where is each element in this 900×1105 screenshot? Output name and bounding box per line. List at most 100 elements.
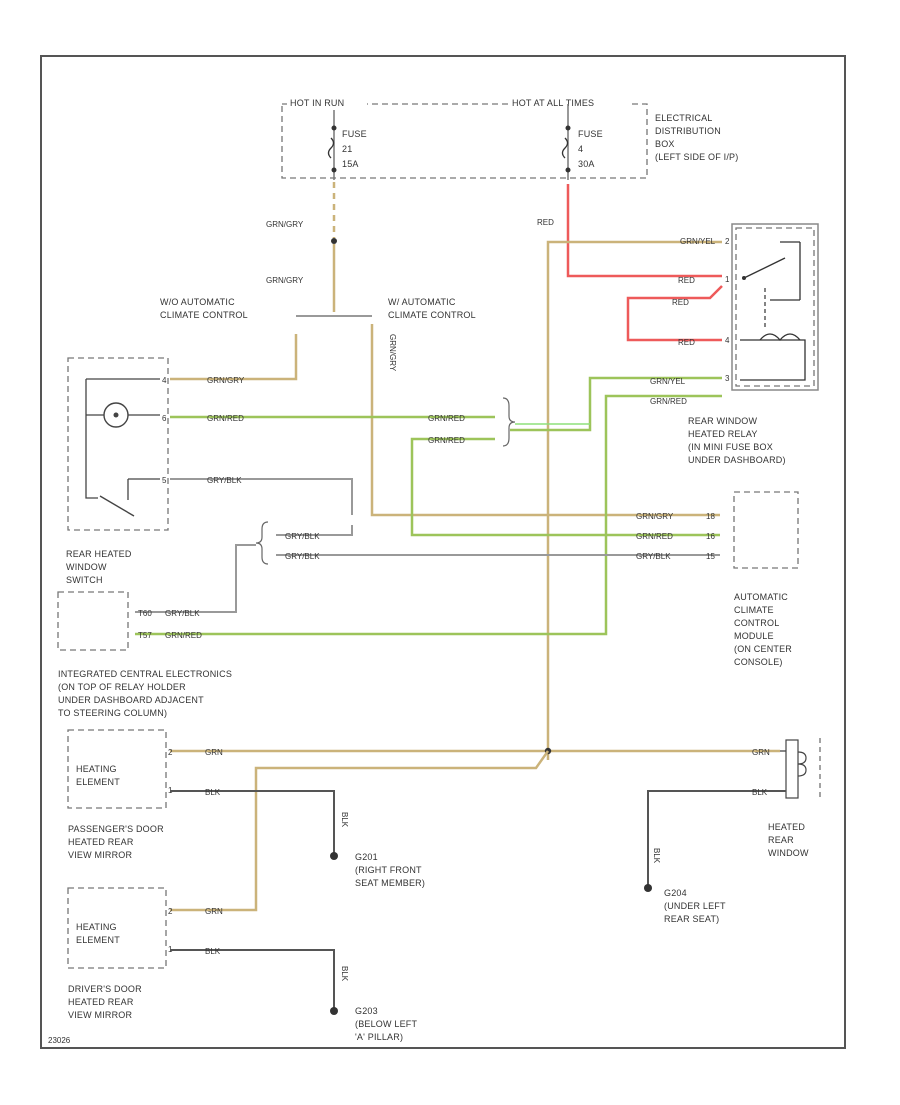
diagram-frame — [40, 55, 846, 1049]
ice-box — [57, 591, 129, 651]
ice-pin-t57: T57 — [138, 631, 152, 640]
distribution-box-name-1: ELECTRICAL — [655, 113, 713, 123]
electrical-distribution-box: HOT IN RUN HOT AT ALL TIMES ELECTRICAL D… — [281, 97, 738, 180]
option-brace-left — [255, 521, 269, 565]
wire-to-driver-mirror — [170, 750, 550, 912]
wire-label-grn-red-2: GRN/RED — [650, 397, 687, 406]
rear-window-label-3: WINDOW — [768, 848, 809, 858]
passenger-mirror-label-2: HEATED REAR — [68, 837, 134, 847]
driver-mirror-box — [67, 887, 167, 969]
distribution-box-name-4: (LEFT SIDE OF I/P) — [655, 152, 738, 162]
distribution-box-outline — [281, 103, 648, 179]
switch-label-1: REAR HEATED — [66, 549, 132, 559]
switch-pin-4: 4 — [162, 376, 167, 385]
rear-window-heated-relay — [731, 223, 819, 391]
wire-label-module-w3: GRY/BLK — [636, 552, 671, 561]
fuse-4-symbol — [561, 104, 571, 180]
ice-label-2: (ON TOP OF RELAY HOLDER — [58, 682, 186, 692]
wire-label-switch-w1: GRN/GRY — [207, 376, 245, 385]
module-label-3: CONTROL — [734, 618, 779, 628]
wire-label-grn-gry-top: GRN/GRY — [266, 220, 304, 229]
wire-label-mirror-p2: BLK — [205, 788, 221, 797]
module-label-1: AUTOMATIC — [734, 592, 788, 602]
ground-g201-icon — [330, 852, 338, 860]
ice-pin-t60: T60 — [138, 609, 152, 618]
wire-label-left-w1: GRY/BLK — [285, 532, 320, 541]
with-auto-climate-label-1: W/ AUTOMATIC — [388, 297, 456, 307]
ground-g203-icon — [330, 1007, 338, 1015]
g201-label-1: G201 — [355, 852, 378, 862]
wire-label-ice-w1: GRY/BLK — [165, 609, 200, 618]
passenger-heating-label-1: HEATING — [76, 764, 117, 774]
wire-label-mirror-d2: BLK — [205, 947, 221, 956]
with-auto-climate-label-2: CLIMATE CONTROL — [388, 310, 476, 320]
wire-red-relay-loop — [626, 285, 723, 342]
passenger-mirror-label-3: VIEW MIRROR — [68, 850, 132, 860]
driver-mirror-label-1: DRIVER'S DOOR — [68, 984, 142, 994]
distribution-box-name-2: DISTRIBUTION — [655, 126, 721, 136]
g204-label-3: REAR SEAT) — [664, 914, 719, 924]
relay-pin-4: 4 — [725, 336, 730, 345]
figure-number: 23026 — [48, 1036, 71, 1045]
wire-label-mid-w1: GRN/RED — [428, 414, 465, 423]
wire-label-blk2: BLK — [652, 848, 661, 864]
fuse-4-label: FUSE — [578, 129, 603, 139]
relay-pin-1: 1 — [725, 275, 730, 284]
ice-label-4: TO STEERING COLUMN) — [58, 708, 167, 718]
wire-rear-window-ground — [647, 790, 786, 885]
wire-label-rear-w2: BLK — [752, 788, 768, 797]
driver-mirror-pin-2: 2 — [168, 907, 173, 916]
relay-label-4: UNDER DASHBOARD) — [688, 455, 786, 465]
ice-label-3: UNDER DASHBOARD ADJACENT — [58, 695, 204, 705]
passenger-heating-label-2: ELEMENT — [76, 777, 120, 787]
relay-label-2: HEATED RELAY — [688, 429, 758, 439]
wire-label-module-w2: GRN/RED — [636, 532, 673, 541]
driver-heating-label-2: ELEMENT — [76, 935, 120, 945]
g203-label-2: (BELOW LEFT — [355, 1019, 418, 1029]
wire-label-ice-w2: GRN/RED — [165, 631, 202, 640]
fuse-4-rating: 30A — [578, 159, 595, 169]
passenger-mirror-box — [67, 729, 167, 809]
wire-label-grn-gry-mid: GRN/GRY — [266, 276, 304, 285]
hot-at-all-times-label: HOT AT ALL TIMES — [512, 98, 594, 108]
relay-label-3: (IN MINI FUSE BOX — [688, 442, 773, 452]
wire-to-module-pin16 — [410, 437, 720, 537]
rear-heated-window-switch — [67, 357, 169, 531]
relay-label-1: REAR WINDOW — [688, 416, 758, 426]
passenger-mirror-pin-2: 2 — [168, 748, 173, 757]
fuse-21-number: 21 — [342, 144, 352, 154]
relay-pin-3: 3 — [725, 374, 730, 383]
module-pin-16: 16 — [706, 532, 715, 541]
fuse-4-number: 4 — [578, 144, 583, 154]
switch-pin-5: 5 — [162, 476, 167, 485]
wire-label-rear-w1: GRN — [752, 748, 770, 757]
switch-label-3: SWITCH — [66, 575, 103, 585]
ground-g204-icon — [644, 884, 652, 892]
wire-label-switch-w2: GRN/RED — [207, 414, 244, 423]
relay-pin-2: 2 — [725, 237, 730, 246]
wire-label-red-4: RED — [678, 338, 695, 347]
wire-label-grn-red-relay: GRN/YEL — [650, 377, 686, 386]
g204-label-1: G204 — [664, 888, 687, 898]
fuse-21-label: FUSE — [342, 129, 367, 139]
g201-label-2: (RIGHT FRONT — [355, 865, 422, 875]
wire-gray-to-ice — [135, 544, 256, 613]
hot-in-run-label: HOT IN RUN — [290, 98, 344, 108]
wire-relay-to-switch-green — [510, 376, 722, 432]
passenger-mirror-label-1: PASSENGER'S DOOR — [68, 824, 164, 834]
wire-passenger-ground — [170, 790, 335, 853]
wire-relay-to-ice — [135, 394, 722, 636]
module-label-2: CLIMATE — [734, 605, 774, 615]
g203-label-1: G203 — [355, 1006, 378, 1016]
wire-to-switch-pin4 — [170, 334, 298, 381]
driver-mirror-label-2: HEATED REAR — [68, 997, 134, 1007]
auto-climate-module-box — [733, 491, 799, 569]
wire-label-blk3: BLK — [340, 966, 349, 982]
without-auto-climate-label-1: W/O AUTOMATIC — [160, 297, 235, 307]
wire-label-module-w1: GRN/GRY — [636, 512, 674, 521]
wire-driver-ground — [170, 949, 335, 1009]
wire-label-relay-out: GRN/YEL — [680, 237, 716, 246]
ice-label-1: INTEGRATED CENTRAL ELECTRONICS — [58, 669, 232, 679]
wire-label-switch-w3: GRY/BLK — [207, 476, 242, 485]
